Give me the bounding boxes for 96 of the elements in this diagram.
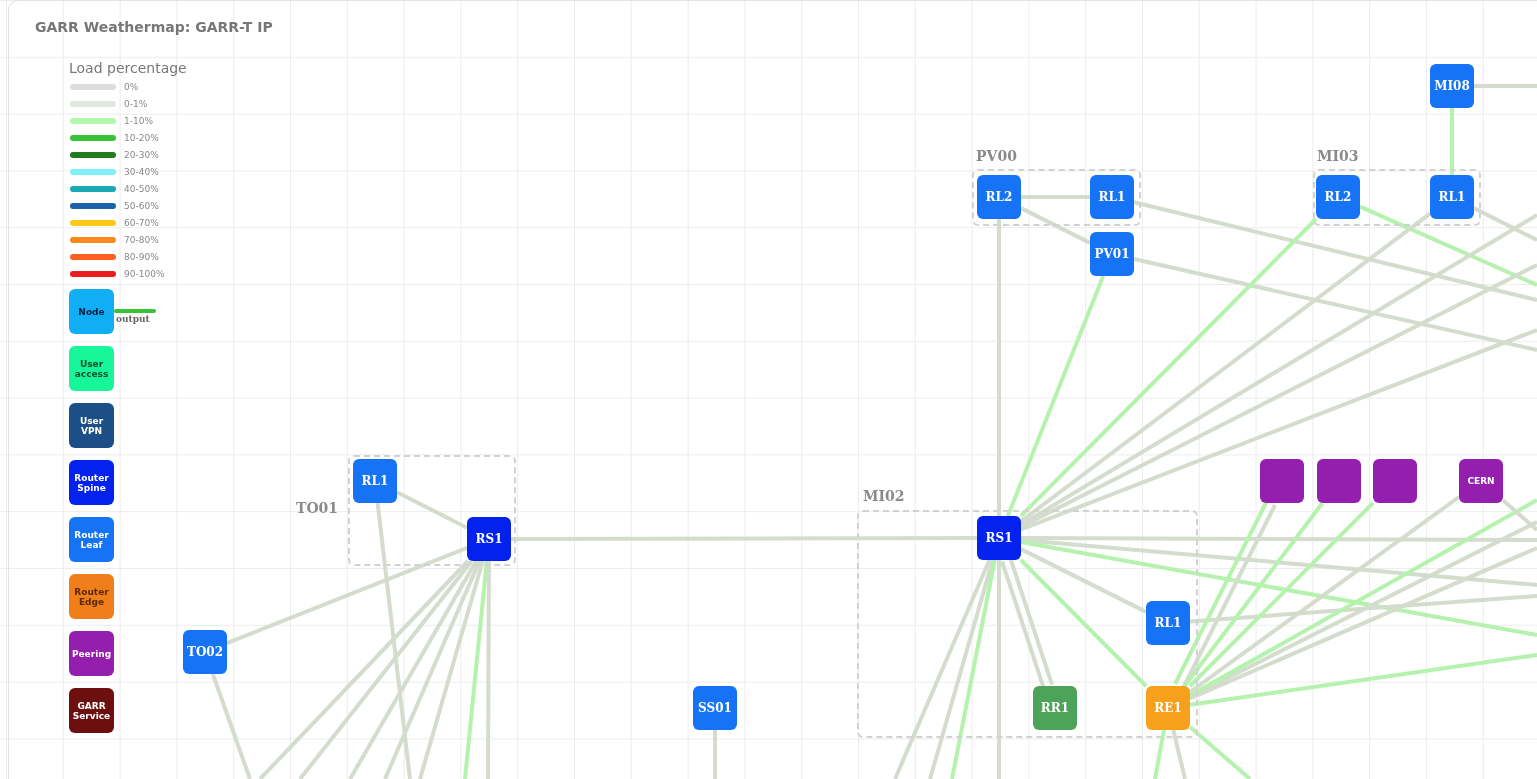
peering-box xyxy=(1373,459,1417,503)
link-line xyxy=(1501,498,1537,532)
link-line xyxy=(713,730,717,779)
link-line xyxy=(997,219,1001,516)
link-line xyxy=(1189,653,1537,707)
legend-text: 70-80% xyxy=(124,234,159,246)
link-line xyxy=(1153,729,1166,779)
link-line xyxy=(1020,206,1091,245)
legend-text: 30-40% xyxy=(124,166,159,178)
router-node: RL1 xyxy=(1430,175,1474,219)
group-label: MI02 xyxy=(863,488,905,504)
link-line xyxy=(1183,501,1324,688)
link-line xyxy=(1450,108,1454,175)
link-line xyxy=(463,560,489,779)
legend-tile: Node xyxy=(69,289,114,334)
router-node: TO02 xyxy=(183,630,227,674)
link-line xyxy=(928,559,995,779)
legend-text: 60-70% xyxy=(124,217,159,229)
link-line xyxy=(1473,206,1537,242)
link-line xyxy=(1133,257,1537,352)
link-line xyxy=(226,545,468,646)
group-label: TO01 xyxy=(296,500,339,516)
legend-tile: Peering xyxy=(69,631,114,676)
link-line xyxy=(1189,594,1537,624)
legend-tile: Router Edge xyxy=(69,574,114,619)
link-line xyxy=(1171,729,1187,779)
link-line xyxy=(1189,546,1537,701)
router-node: RS1 xyxy=(977,516,1021,560)
link-line xyxy=(375,502,412,779)
group-label: PV00 xyxy=(976,148,1017,164)
link-line xyxy=(950,559,997,779)
link-line xyxy=(486,561,491,779)
router-node: RL2 xyxy=(1316,175,1360,219)
link-line xyxy=(893,559,992,779)
legend-tile: User VPN xyxy=(69,403,114,448)
link-line xyxy=(396,490,468,530)
router-node: RL1 xyxy=(1090,175,1134,219)
legend-text: 40-50% xyxy=(124,183,159,195)
router-node: PV01 xyxy=(1090,232,1134,276)
page-title: GARR Weathermap: GARR-T IP xyxy=(35,19,273,35)
legend-tile: GARR Service xyxy=(69,688,114,733)
link-line xyxy=(1021,195,1090,199)
link-line xyxy=(1020,328,1537,532)
link-line xyxy=(1188,495,1461,694)
link-line xyxy=(1188,501,1375,688)
router-node: RL2 xyxy=(977,175,1021,219)
link-line xyxy=(1019,558,1148,688)
legend-text: 0% xyxy=(124,81,139,93)
link-line xyxy=(383,560,482,779)
router-node: CERN xyxy=(1459,459,1503,503)
router-node: MI08 xyxy=(1430,64,1474,108)
legend-text: 90-100% xyxy=(124,268,165,280)
link-line xyxy=(1021,536,1537,542)
peering-box xyxy=(1260,459,1304,503)
link-line xyxy=(298,559,474,779)
link-line xyxy=(1019,212,1432,523)
link-line xyxy=(1020,547,1147,614)
legend-tile: User access xyxy=(69,346,114,391)
router-node: RL1 xyxy=(1146,601,1190,645)
legend-text: 1-10% xyxy=(124,115,153,127)
link-line xyxy=(348,560,479,779)
link-line xyxy=(1020,540,1537,637)
link-line xyxy=(1133,200,1537,302)
legend-text: 20-30% xyxy=(124,149,159,161)
peering-box xyxy=(1317,459,1361,503)
link-line xyxy=(1474,84,1537,88)
link-line xyxy=(511,536,977,541)
legend-text: 0-1% xyxy=(124,98,148,110)
router-node: RS1 xyxy=(467,517,511,561)
link-line xyxy=(1008,557,1054,686)
link-line xyxy=(1000,560,1046,689)
legend-text: 80-90% xyxy=(124,251,159,263)
router-node: RE1 xyxy=(1146,686,1190,730)
link-line xyxy=(1188,725,1252,779)
router-node: SS01 xyxy=(693,686,737,730)
link-line xyxy=(1173,500,1269,685)
link-line xyxy=(1019,213,1537,527)
legend-text: 50-60% xyxy=(124,200,159,212)
link-line xyxy=(1020,537,1537,587)
router-node: RL1 xyxy=(353,459,397,503)
legend-tile: Router Leaf xyxy=(69,517,114,562)
link-line xyxy=(210,673,252,779)
legend-tile: Router Spine xyxy=(69,460,114,505)
link-line xyxy=(1359,204,1537,287)
link-line xyxy=(1020,263,1537,529)
router-node: RR1 xyxy=(1033,686,1077,730)
link-line xyxy=(1181,504,1277,689)
link-line xyxy=(997,560,1001,779)
group-label: MI03 xyxy=(1317,148,1359,164)
link-line xyxy=(418,560,485,779)
legend-text: 10-20% xyxy=(124,132,159,144)
link-line xyxy=(258,559,470,779)
legend-title: Load percentage xyxy=(69,60,187,76)
link-line xyxy=(1005,275,1106,517)
legend-text: output xyxy=(116,314,150,324)
link-line xyxy=(1019,217,1318,518)
